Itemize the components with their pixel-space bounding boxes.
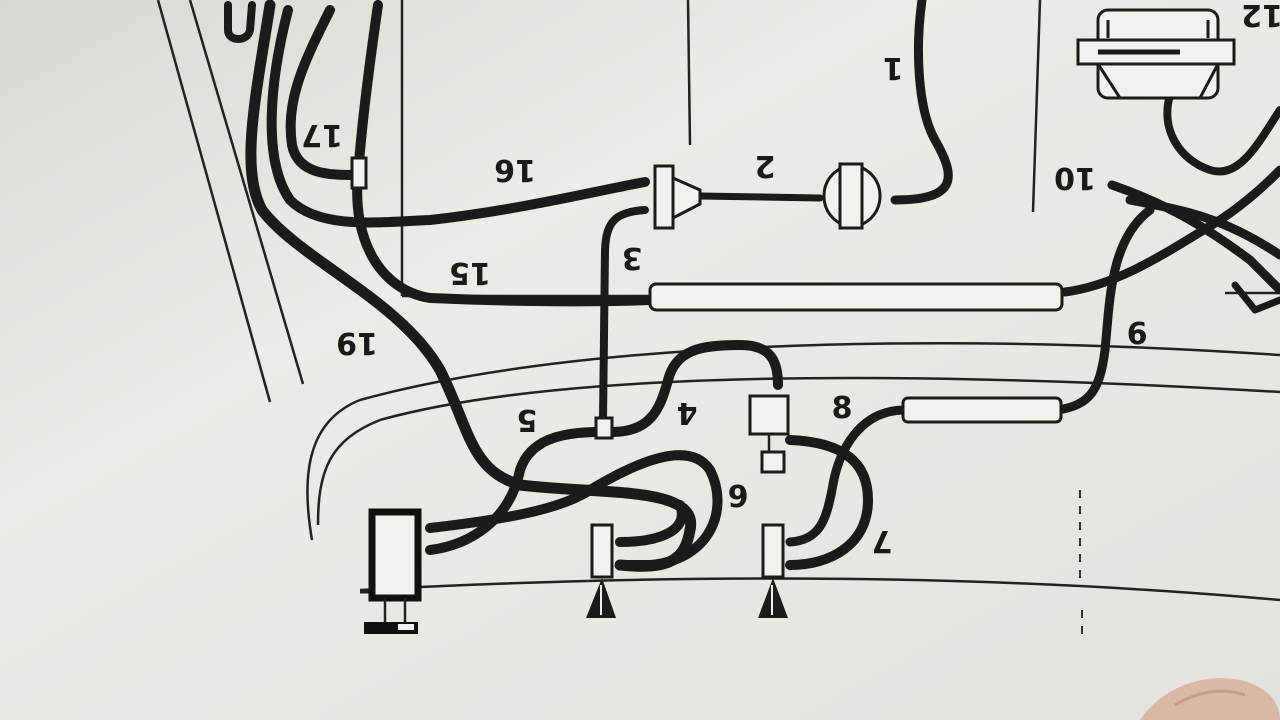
finger (1140, 678, 1280, 720)
label-19: 19 (336, 325, 378, 360)
tee-fitting-3 (594, 416, 614, 440)
label-6: 6 (728, 477, 749, 512)
washer-nozzle-right (758, 523, 788, 618)
label-4: 4 (677, 395, 698, 430)
label-8: 8 (832, 391, 853, 426)
tee-fitting-17 (350, 156, 368, 190)
solenoid-block (364, 508, 422, 634)
vacuum-actuator-12 (1076, 8, 1236, 100)
label-3: 3 (622, 240, 643, 275)
label-1: 1 (883, 50, 904, 85)
label-15: 15 (449, 255, 491, 290)
inline-filter (822, 162, 882, 230)
label-5: 5 (517, 402, 538, 437)
check-valve (748, 394, 790, 474)
label-12: 12 (1241, 0, 1280, 32)
pipe-15 (648, 282, 1064, 312)
label-16: 16 (494, 152, 536, 187)
label-7: 7 (872, 523, 893, 558)
washer-nozzle-left (586, 523, 616, 618)
callout-labels: 1 2 3 4 5 6 7 8 9 10 12 15 16 17 19 (301, 0, 1280, 558)
pipe-8 (901, 396, 1063, 424)
hoses (224, 0, 1280, 572)
label-2: 2 (755, 148, 776, 183)
components (350, 8, 1236, 634)
label-9: 9 (1127, 314, 1148, 349)
label-10: 10 (1054, 160, 1096, 195)
vacuum-connector (653, 164, 702, 230)
label-17: 17 (301, 117, 343, 152)
